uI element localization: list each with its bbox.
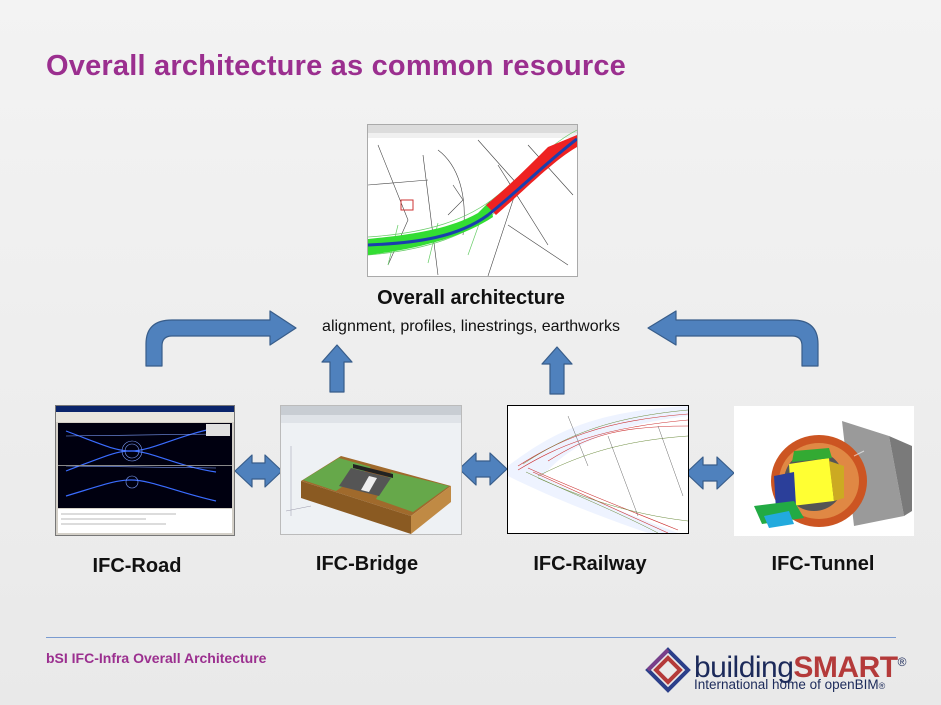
ifc-tunnel-label: IFC-Tunnel [771,553,875,575]
ifc-road-label: IFC-Road [92,555,182,577]
ifc-bridge-image [280,405,462,535]
buildingsmart-logo-tagline: International home of openBIM® [694,677,886,692]
overall-architecture-subheading: alignment, profiles, linestrings, earthw… [322,318,620,335]
overall-architecture-heading: Overall architecture [377,287,565,309]
double-arrow-bridge-railway [458,452,508,486]
ifc-railway-image [507,405,689,534]
ifc-bridge-label: IFC-Bridge [315,553,419,575]
overall-architecture-image [367,124,578,277]
curved-arrow-right [647,310,819,367]
curved-arrow-left [145,310,297,367]
footer-divider [46,637,896,638]
double-arrow-road-bridge [234,454,283,488]
footer-text: bSI IFC-Infra Overall Architecture [46,650,267,666]
ifc-road-image [55,405,235,536]
buildingsmart-logo-wordmark: buildingSMART® [694,651,906,684]
slide-title: Overall architecture as common resource [46,50,626,82]
ifc-tunnel-image [734,406,914,536]
up-arrow-bridge [321,344,353,393]
ifc-railway-label: IFC-Railway [533,553,647,575]
double-arrow-railway-tunnel [685,456,735,490]
buildingsmart-logo-icon [645,647,691,693]
up-arrow-railway [541,346,573,395]
